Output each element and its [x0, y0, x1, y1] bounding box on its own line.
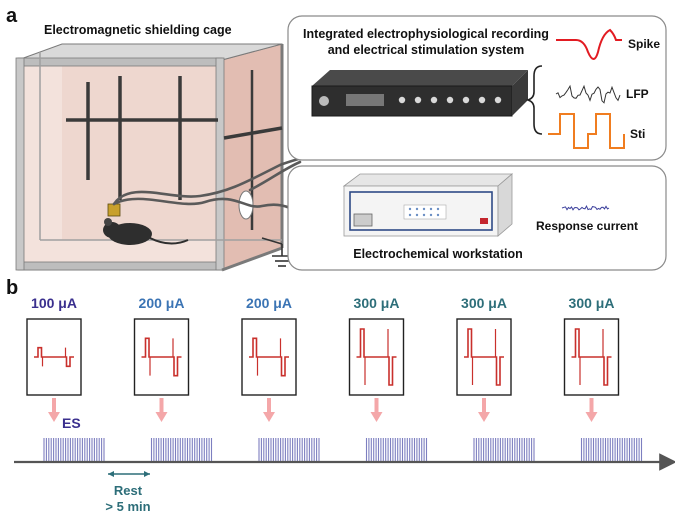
stim-waveform	[141, 337, 182, 377]
stim-current-label: 200 μA	[246, 295, 292, 311]
cage-title: Electromagnetic shielding cage	[44, 23, 232, 37]
es-pulse-train	[150, 438, 213, 462]
es-pulse-train	[43, 438, 105, 462]
stim-waveform-detail	[471, 329, 497, 385]
stim-waveform	[249, 337, 289, 377]
es-pulse-train	[580, 438, 643, 462]
stimulus-sequence: 100 μA 200 μA 200 μA 300 μA 300 μA 300 μA	[26, 295, 643, 462]
es-pulse-train	[365, 438, 428, 462]
down-arrow-icon	[585, 398, 598, 422]
down-arrow-icon	[478, 398, 490, 422]
response-label: Response current	[536, 219, 638, 233]
shielding-cage	[15, 43, 284, 272]
response-current-waveform	[561, 204, 610, 211]
es-pulse-train	[258, 438, 320, 462]
stim-current-label: 200 μA	[139, 295, 185, 311]
down-arrow-icon	[48, 398, 60, 422]
rest-interval	[108, 471, 150, 477]
lfp-waveform	[555, 84, 621, 104]
stim-waveform	[34, 346, 74, 368]
down-arrow-icon	[263, 398, 275, 422]
panel-a-label: a	[6, 5, 18, 27]
stim-waveform-detail	[149, 338, 174, 376]
spike-waveform	[556, 28, 622, 60]
stim-current-label: 300 μA	[461, 295, 507, 311]
stim-current-label: 300 μA	[354, 295, 400, 311]
stim-waveform	[356, 328, 397, 386]
spike-label: Spike	[628, 37, 660, 51]
stim-current-label: 300 μA	[569, 295, 615, 311]
rest-label-line2: > 5 min	[105, 499, 150, 514]
stim-waveform-detail	[579, 329, 604, 385]
down-arrow-icon	[370, 398, 383, 422]
workstation-device	[342, 173, 514, 237]
down-arrow-icon	[155, 398, 168, 422]
stim-current-label: 100 μA	[31, 295, 77, 311]
es-label: ES	[62, 415, 81, 431]
headstage-icon	[107, 203, 121, 217]
sti-waveform	[548, 113, 625, 149]
lfp-label: LFP	[626, 87, 649, 101]
stim-waveform-detail	[364, 329, 389, 385]
rest-label-line1: Rest	[114, 483, 143, 498]
es-pulse-train	[473, 438, 535, 462]
workstation-label: Electrochemical workstation	[353, 247, 523, 261]
panel-b-label: b	[6, 277, 18, 299]
stim-waveform-detail	[41, 347, 67, 367]
system-title-line1: Integrated electrophysiological recordin…	[303, 27, 549, 41]
stim-waveform	[571, 328, 612, 386]
signal-brace	[525, 65, 543, 135]
recording-device	[311, 70, 528, 117]
stim-waveform	[464, 328, 504, 386]
stim-waveform-detail	[256, 338, 282, 376]
system-title-line2: and electrical stimulation system	[328, 43, 525, 57]
sti-label: Sti	[630, 127, 645, 141]
